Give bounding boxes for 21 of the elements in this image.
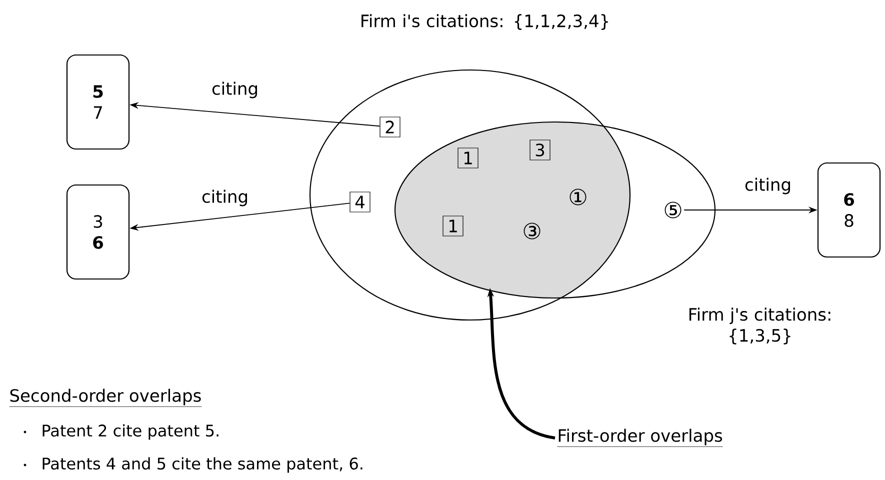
node-label: Firm j's citations: {1,3,5} [689, 308, 830, 344]
overlap-region [395, 122, 630, 298]
edge-label: citing [200, 188, 250, 208]
note-text: Patents 4 and 5 cite the same patent, 6. [42, 457, 362, 473]
patent-number: 3 [530, 140, 550, 160]
patent-box: 5 7 [66, 54, 130, 150]
patent-number: 2 [380, 116, 400, 138]
patent-number: 1 [458, 148, 478, 168]
edge-label: citing [210, 80, 260, 100]
patent-box: 6 8 [817, 162, 881, 258]
patent-number: 4 [350, 192, 370, 212]
overlap-label: First-order overlaps [557, 428, 724, 447]
note-text: Patent 2 cite patent 5. [42, 424, 218, 440]
edge-label: citing [744, 176, 793, 196]
patent-number: ③ [524, 222, 540, 240]
patent-number: ⑤ [664, 202, 682, 218]
heading: Second-order overlaps [9, 388, 202, 407]
node-label: Firm i's citations: {1,1,2,3,4} [362, 14, 608, 30]
patent-box: 3 6 [66, 184, 130, 280]
patent-number: ① [570, 188, 586, 206]
patent-number: 1 [442, 216, 464, 236]
